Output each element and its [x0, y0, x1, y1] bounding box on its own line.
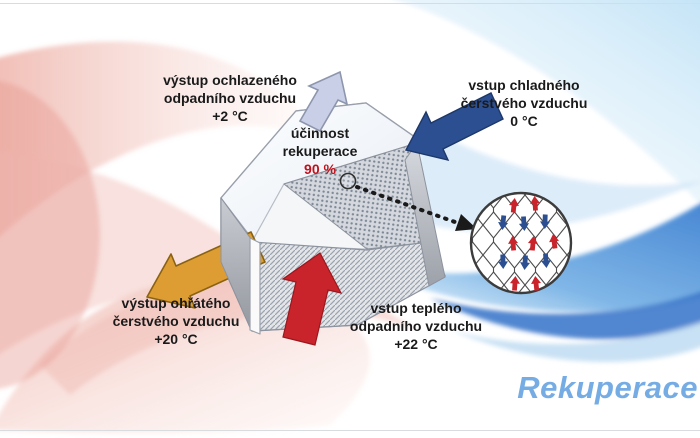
top-frame-line — [0, 3, 700, 4]
label-line: účinnost — [290, 125, 350, 141]
label-temperature: 0 °C — [510, 113, 538, 129]
unit-right-wall — [404, 142, 446, 287]
cool-exhaust-air-outlet-arrow — [298, 70, 349, 133]
exchanger-detail-circle — [469, 191, 573, 295]
warm-exhaust-air-inlet-arrow — [281, 252, 343, 346]
label-line: odpadního vzduchu — [349, 318, 483, 334]
label-temperature: +22 °C — [394, 336, 438, 352]
label-recuperation-efficiency: účinnost rekuperace 90 % — [210, 124, 430, 178]
label-warm-fresh-outlet: výstup ohřátého čerstvého vzduchu +20 °C — [66, 294, 286, 348]
label-warm-exhaust-inlet: vstup teplého odpadního vzduchu +22 °C — [306, 299, 526, 353]
label-cold-fresh-inlet: vstup chladného čerstvého vzduchu 0 °C — [414, 76, 634, 130]
label-line: čerstvého vzduchu — [460, 95, 588, 111]
heat-exchanger-unit — [146, 102, 446, 335]
detail-connector-dotted-line — [355, 185, 477, 231]
efficiency-value: 90 % — [304, 161, 336, 177]
page-title: Rekuperace — [517, 370, 698, 405]
label-line: vstup teplého — [370, 300, 462, 316]
unit-corner-strip — [249, 237, 261, 335]
label-line: výstup ohřátého — [121, 295, 231, 311]
label-temperature: +20 °C — [154, 331, 198, 347]
label-line: vstup chladného — [468, 77, 580, 93]
label-line: výstup ochlazeného — [163, 72, 297, 88]
label-line: odpadního vzduchu — [163, 90, 297, 106]
label-line: rekuperace — [282, 143, 358, 159]
cold-air-waves-background — [355, 0, 700, 362]
label-temperature: +2 °C — [212, 108, 248, 124]
label-cool-exhaust-outlet: výstup ochlazeného odpadního vzduchu +2 … — [120, 71, 340, 125]
core-sample-circle — [339, 172, 357, 190]
cold-fresh-air-inlet-arrow — [404, 92, 504, 162]
label-line: čerstvého vzduchu — [112, 313, 240, 329]
bottom-frame-line — [0, 430, 700, 431]
